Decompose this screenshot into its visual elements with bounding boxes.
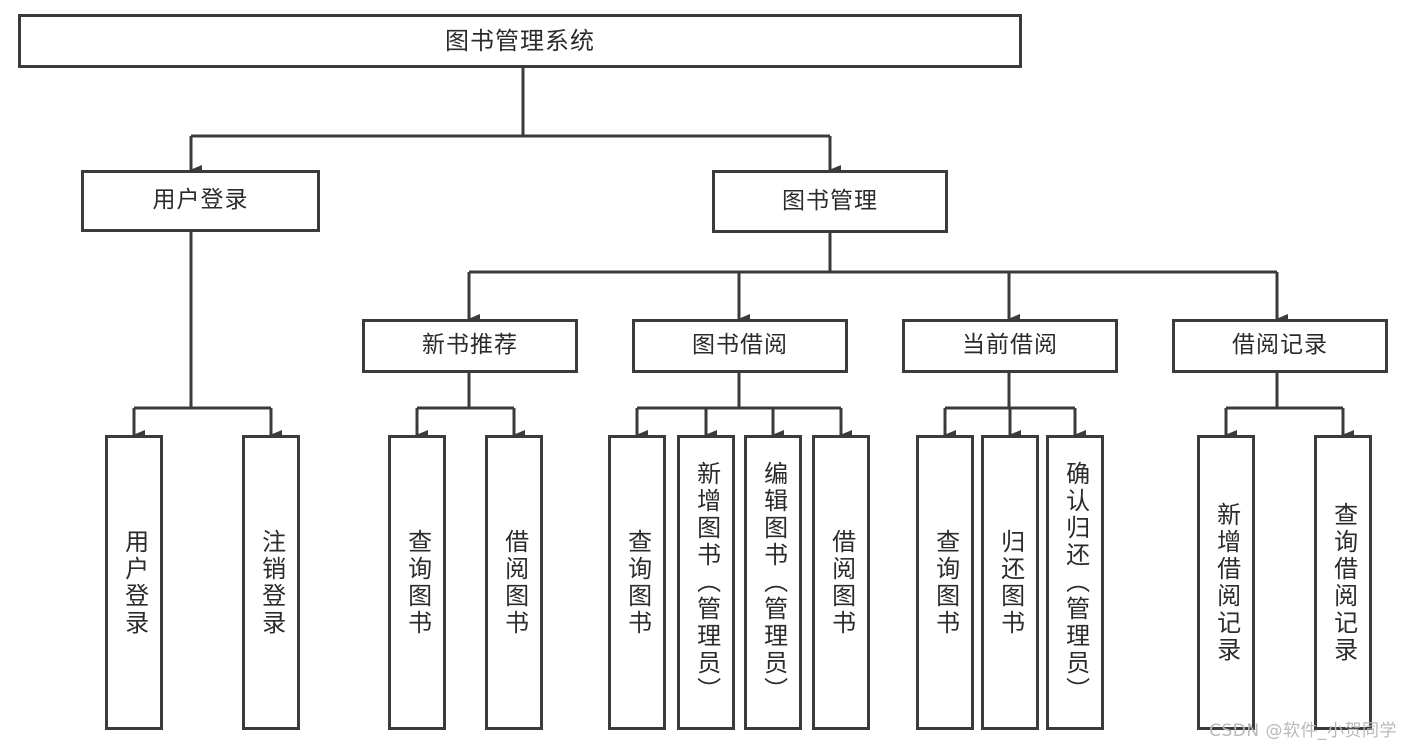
node-label: 用户登录 xyxy=(152,187,249,214)
node-book-borrow[interactable]: 图书借阅 xyxy=(632,319,848,373)
node-label: 查询图书 xyxy=(931,528,960,637)
node-book-management[interactable]: 图书管理 xyxy=(712,170,948,233)
node-label: 用户登录 xyxy=(120,528,149,637)
node-current-borrow[interactable]: 当前借阅 xyxy=(902,319,1118,373)
leaf-record-add-record[interactable]: 新增借阅记录 xyxy=(1197,435,1255,730)
node-label: 归还图书 xyxy=(996,528,1025,637)
leaf-user-login-logout[interactable]: 注销登录 xyxy=(242,435,300,730)
leaf-borrow-edit-book-admin[interactable]: 编辑图书（管理员） xyxy=(744,435,802,730)
leaf-borrow-add-book-admin[interactable]: 新增图书（管理员） xyxy=(677,435,735,730)
leaf-record-query-record[interactable]: 查询借阅记录 xyxy=(1314,435,1372,730)
node-label: 编辑图书（管理员） xyxy=(759,461,788,704)
node-label: 注销登录 xyxy=(257,528,286,637)
node-label: 图书管理系统 xyxy=(445,26,595,55)
node-label: 当前借阅 xyxy=(962,332,1058,359)
leaf-current-return-book[interactable]: 归还图书 xyxy=(981,435,1039,730)
node-label: 新书推荐 xyxy=(422,332,518,359)
node-new-book-recommendation[interactable]: 新书推荐 xyxy=(362,319,578,373)
leaf-current-confirm-return-admin[interactable]: 确认归还（管理员） xyxy=(1046,435,1104,730)
leaf-borrow-query-book[interactable]: 查询图书 xyxy=(608,435,666,730)
leaf-new-book-borrow-book[interactable]: 借阅图书 xyxy=(485,435,543,730)
node-label: 新增借阅记录 xyxy=(1212,501,1241,664)
csdn-watermark: CSDN @软件_小贺同学 xyxy=(1209,721,1397,741)
node-label: 查询图书 xyxy=(623,528,652,637)
node-root-book-management-system[interactable]: 图书管理系统 xyxy=(18,14,1022,68)
node-label: 借阅图书 xyxy=(500,528,529,637)
node-label: 借阅记录 xyxy=(1232,332,1328,359)
leaf-borrow-borrow-book[interactable]: 借阅图书 xyxy=(812,435,870,730)
node-label: 图书管理 xyxy=(782,187,878,214)
node-label: 借阅图书 xyxy=(827,528,856,637)
leaf-current-query-book[interactable]: 查询图书 xyxy=(916,435,974,730)
node-label: 查询借阅记录 xyxy=(1329,501,1358,664)
node-label: 查询图书 xyxy=(403,528,432,637)
leaf-user-login-login[interactable]: 用户登录 xyxy=(105,435,163,730)
node-borrow-record[interactable]: 借阅记录 xyxy=(1172,319,1388,373)
leaf-new-book-query-book[interactable]: 查询图书 xyxy=(388,435,446,730)
node-label: 图书借阅 xyxy=(692,332,788,359)
node-user-login[interactable]: 用户登录 xyxy=(81,170,320,232)
node-label: 确认归还（管理员） xyxy=(1061,461,1090,704)
node-label: 新增图书（管理员） xyxy=(692,461,721,704)
